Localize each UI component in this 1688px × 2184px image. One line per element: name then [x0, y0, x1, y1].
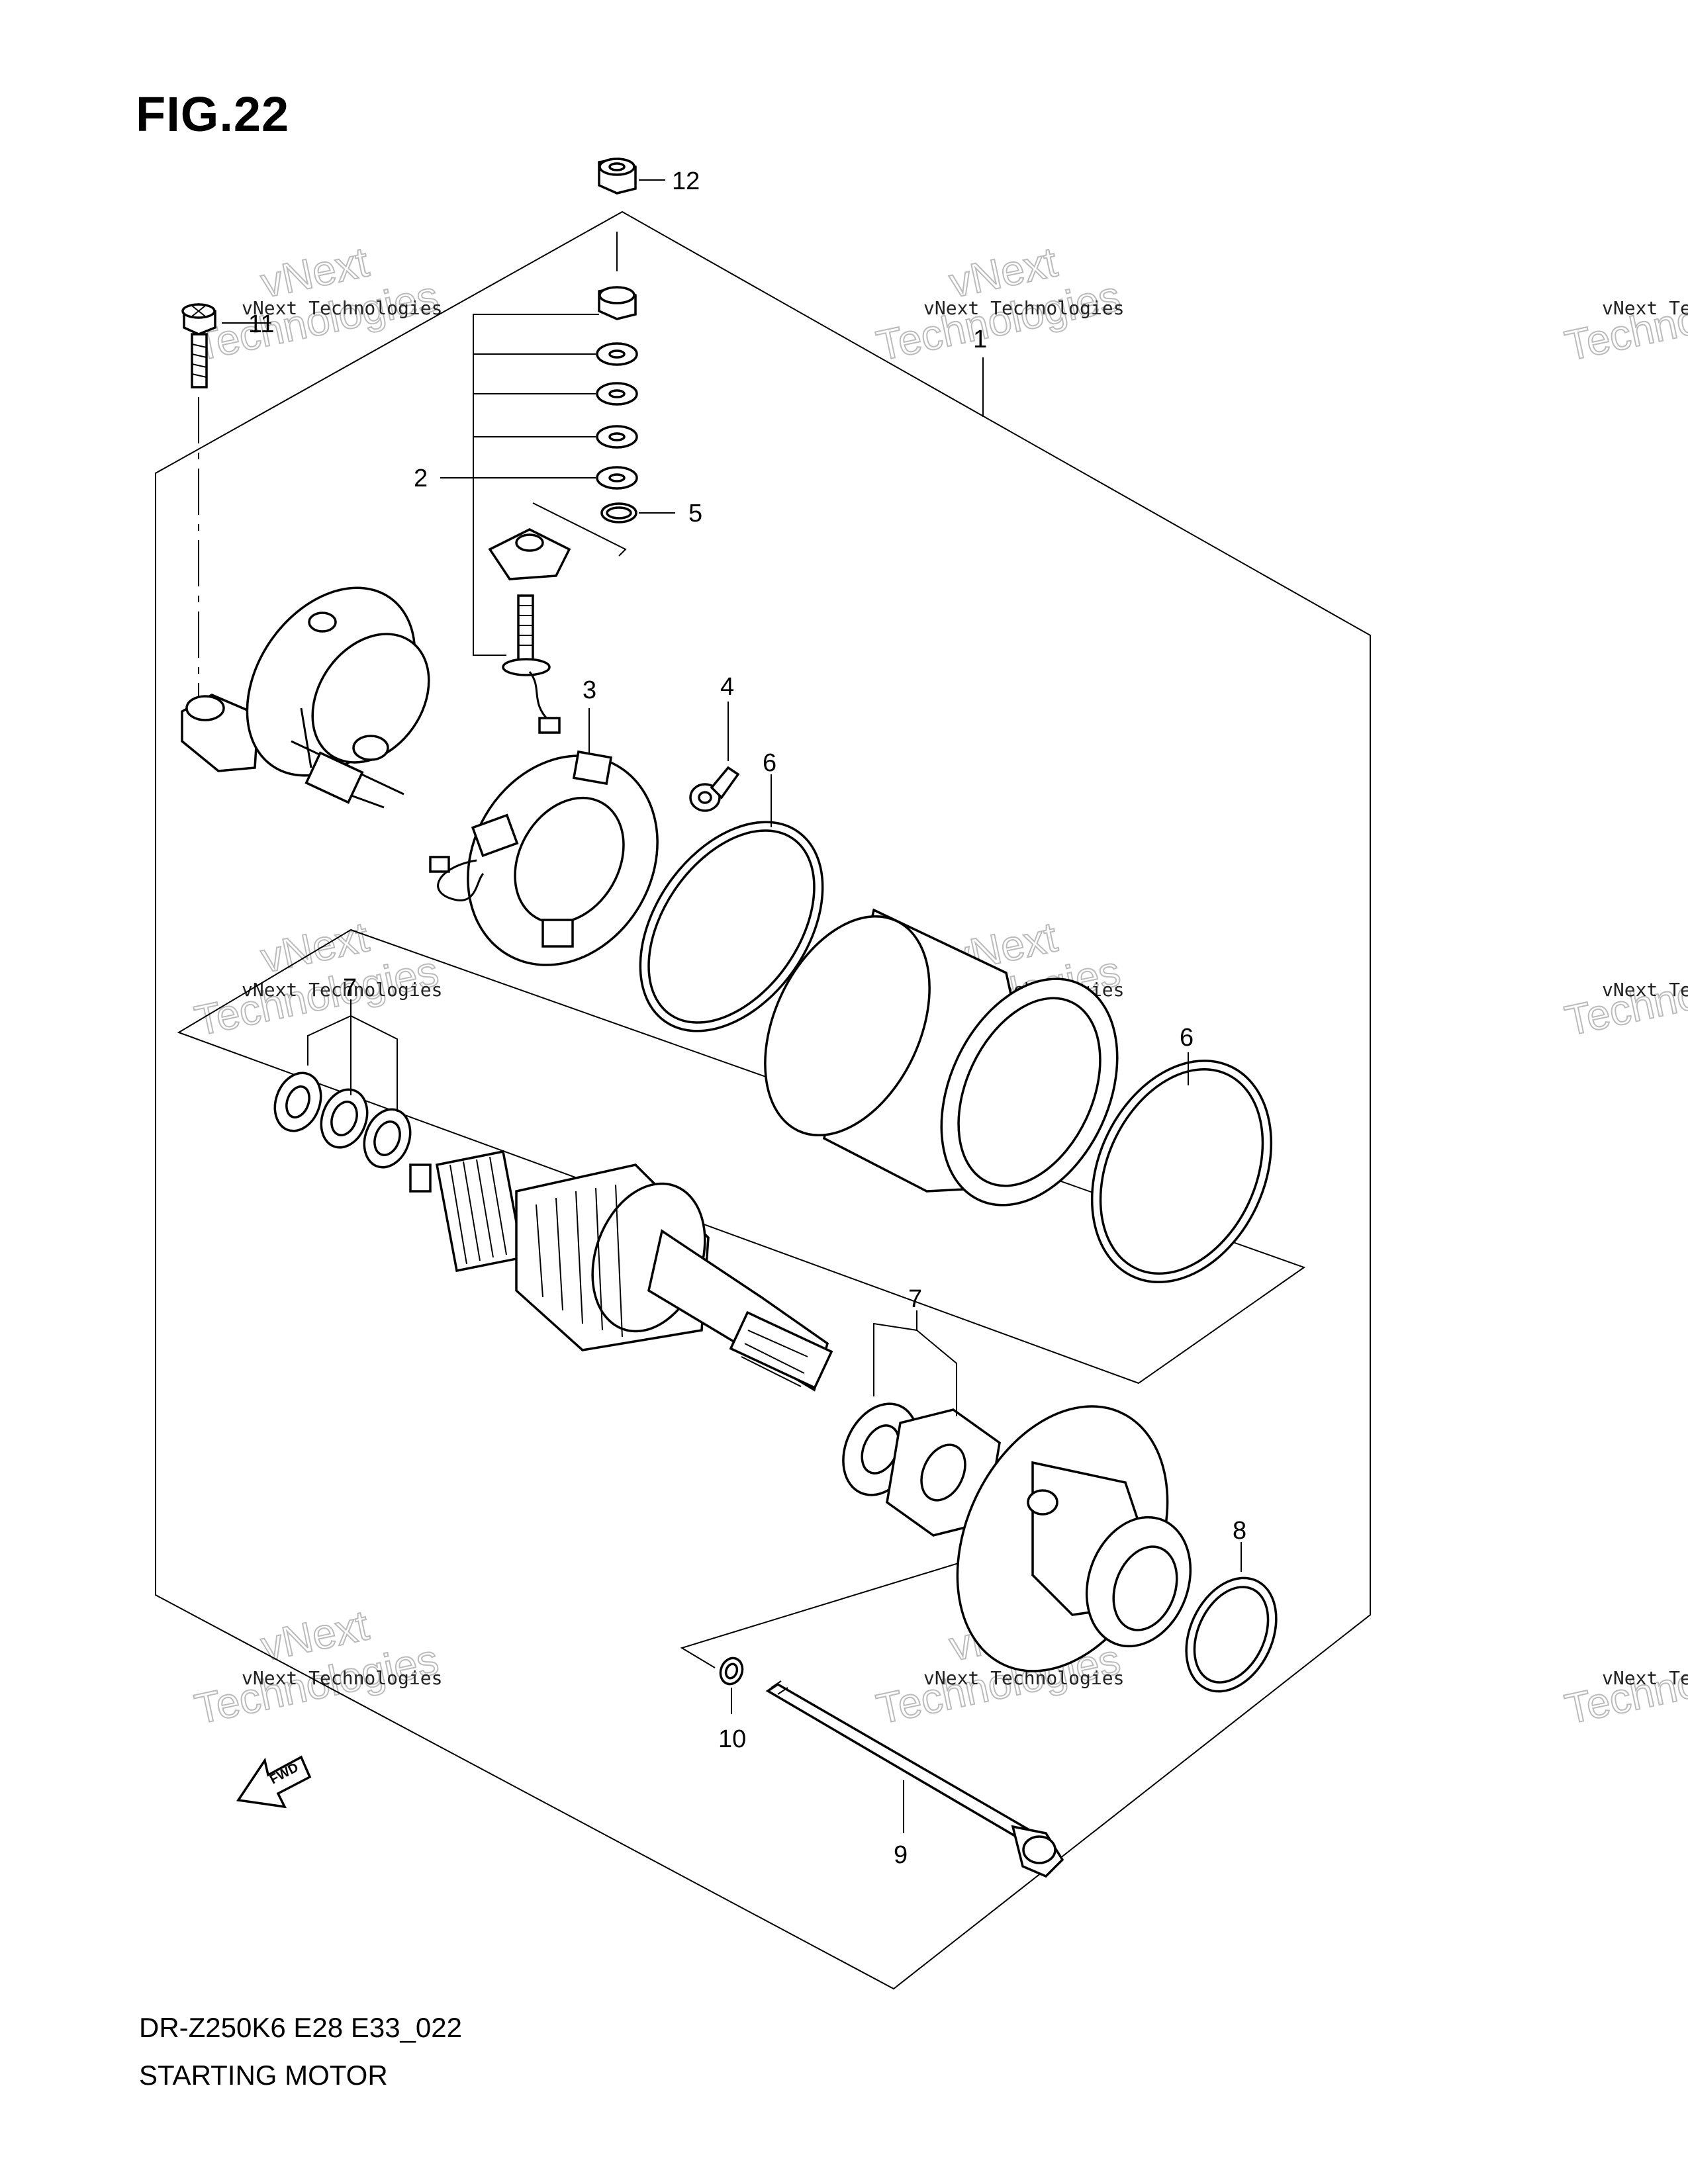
washer	[596, 382, 638, 406]
through-bolt-11	[181, 303, 216, 388]
svg-text:vNext Technologies: vNext Technologies	[1602, 1667, 1688, 1689]
bracket-leader-2	[440, 314, 599, 656]
callout-7-right: 7	[908, 1285, 922, 1313]
o-ring-5	[600, 502, 637, 523]
washer-set-7-left	[273, 1071, 412, 1169]
callout-11: 11	[248, 310, 274, 338]
watermark: Technologies vNext Technologies vNext	[190, 1600, 443, 1733]
assembly-outline	[155, 210, 1371, 1990]
washer-stack-2	[596, 286, 638, 490]
terminal-insulator	[488, 528, 571, 580]
o-ring-6-lower	[1090, 1060, 1273, 1283]
callout-2: 2	[414, 465, 428, 492]
washer	[596, 425, 638, 449]
svg-text:vNext Technologies: vNext Technologies	[242, 979, 442, 1001]
bracket-leader-7-left	[307, 999, 398, 1112]
brush-plate-group-outline	[532, 502, 627, 557]
washer	[596, 466, 638, 490]
svg-text:vNext Technologies: vNext Technologies	[923, 297, 1124, 319]
washer	[596, 342, 638, 366]
callout-9: 9	[894, 1841, 908, 1869]
o-ring-8	[1185, 1576, 1278, 1693]
callout-1: 1	[973, 326, 987, 353]
brush-4	[689, 766, 740, 812]
callout-labels: 1 2 3 4 5 6 6 7 7 8 9 10 11 12	[248, 167, 1246, 1869]
watermark: Technologies vNext Technologies	[1560, 271, 1688, 371]
callout-7-left: 7	[343, 974, 357, 1002]
callout-3: 3	[583, 676, 596, 704]
callout-6-upper: 6	[763, 749, 776, 777]
svg-text:vNext Technologies: vNext Technologies	[242, 297, 442, 319]
o-ring-10	[719, 1657, 744, 1686]
svg-text:vNext Technologies: vNext Technologies	[1602, 297, 1688, 319]
terminal-nut-12	[598, 158, 637, 195]
front-bracket	[956, 1405, 1192, 1672]
watermark: Technologies vNext Technologies	[1560, 946, 1688, 1046]
brush-plate-3	[429, 750, 659, 966]
svg-text:vNext Technologies: vNext Technologies	[1602, 979, 1688, 1001]
callout-4: 4	[720, 673, 734, 701]
fwd-arrow-icon: FWD	[236, 1755, 312, 1809]
callout-5: 5	[688, 500, 702, 527]
watermark: Technologies vNext Technologies vNext	[872, 237, 1125, 370]
nut	[598, 286, 637, 320]
figure-title: FIG.22	[136, 87, 290, 142]
rear-housing	[181, 586, 430, 809]
svg-text:vNext Technologies: vNext Technologies	[242, 1667, 442, 1689]
end-cover-group-outline	[680, 1522, 1093, 1668]
watermark: Technologies vNext Technologies vNext	[190, 912, 443, 1045]
callout-8: 8	[1233, 1517, 1246, 1545]
washer-set-7-right	[842, 1402, 1001, 1537]
model-code: DR-Z250K6 E28 E33_022	[139, 2012, 462, 2043]
armature	[409, 1150, 833, 1392]
section-name: STARTING MOTOR	[139, 2060, 388, 2091]
watermark: Technologies vNext Technologies	[1560, 1635, 1688, 1734]
svg-text:Technologies: Technologies	[1561, 272, 1688, 370]
callout-10: 10	[718, 1725, 746, 1753]
watermark: Technologies vNext Technologies vNext	[190, 237, 443, 370]
bracket-leader-7-right	[873, 1310, 957, 1416]
terminal-bolt	[502, 594, 561, 734]
yoke	[764, 908, 1119, 1206]
long-bolt-9	[765, 1680, 1064, 1878]
callout-6-lower: 6	[1180, 1024, 1194, 1052]
o-ring-6-upper	[639, 821, 824, 1032]
callout-12: 12	[672, 167, 700, 195]
